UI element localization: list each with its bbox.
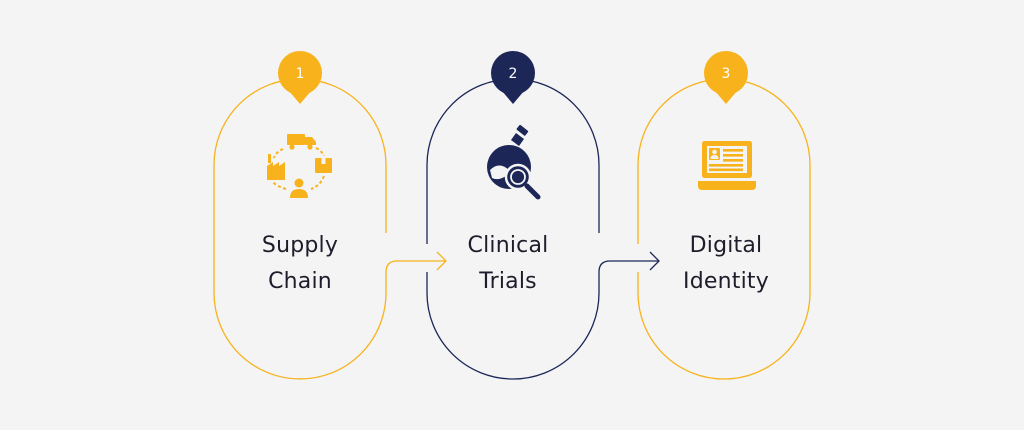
step-3-number: 3: [722, 66, 731, 82]
step-3-title-line1: Digital: [689, 233, 763, 258]
step-2-number: 2: [509, 66, 518, 82]
step-1-capsule: [213, 78, 387, 380]
step-1-title: Supply Chain: [210, 228, 390, 300]
arrow-head-1-2: [436, 251, 447, 271]
step-3-title-line2: Identity: [683, 269, 769, 294]
laptop-id-card-icon: [698, 141, 756, 190]
step-1-title-line2: Chain: [268, 269, 332, 294]
step-2-badge: 2: [491, 51, 535, 104]
step-2-title-line1: Clinical: [467, 233, 549, 258]
connector-2-3: [598, 260, 659, 273]
step-2-title-line2: Trials: [479, 269, 537, 294]
step-3-title: Digital Identity: [636, 228, 816, 300]
supply-chain-icon: [267, 134, 332, 198]
arrow-head-2-3: [649, 251, 660, 271]
step-1-number: 1: [296, 66, 305, 82]
flask-magnifier-icon: [487, 124, 541, 200]
connector-1-2: [385, 260, 446, 273]
step-1-title-line1: Supply: [261, 233, 339, 258]
step-2-title: Clinical Trials: [418, 228, 598, 300]
step-3-badge: 3: [704, 51, 748, 104]
step-1-badge: 1: [278, 51, 322, 104]
step-3-capsule: [637, 78, 811, 380]
